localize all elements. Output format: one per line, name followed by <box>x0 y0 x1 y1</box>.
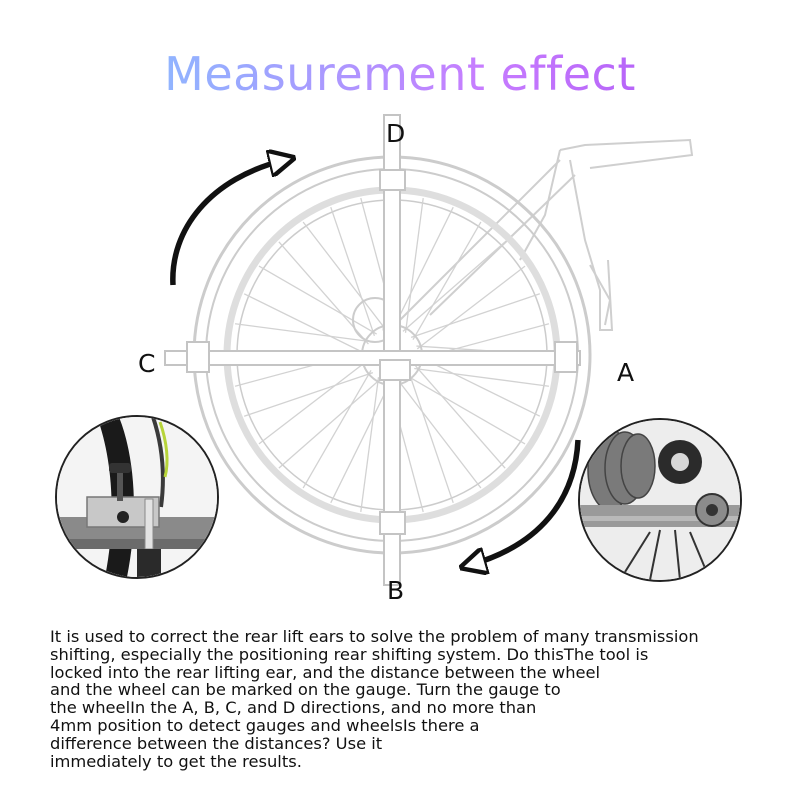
wheel-spoke <box>417 355 541 417</box>
description-line: It is used to correct the rear lift ears… <box>50 627 699 646</box>
description-line: shifting, especially the positioning rea… <box>50 644 649 664</box>
wheel-spoke <box>408 373 454 504</box>
description-line: difference between the distances? Use it <box>50 733 383 753</box>
description-line: locked into the rear lifting ear, and th… <box>50 662 601 682</box>
wheel-spoke <box>415 365 506 469</box>
wheel-spoke <box>402 241 506 332</box>
wheel-spoke <box>397 379 482 489</box>
label-a: A <box>617 358 635 387</box>
wheel-spoke <box>414 367 550 387</box>
label-d: D <box>386 119 406 148</box>
wheel-spoke <box>258 265 377 335</box>
wheel-spoke <box>330 380 392 504</box>
wheel-spoke <box>330 206 376 337</box>
wheel-spoke <box>407 375 526 445</box>
wheel-spoke <box>243 371 374 417</box>
label-b: B <box>387 576 405 605</box>
curved-arrow-clockwise-icon <box>170 160 285 286</box>
curved-arrow-down-icon <box>470 439 581 565</box>
description-line: the wheelIn the A, B, C, and D direction… <box>50 698 537 718</box>
alignment-gauge <box>164 114 581 586</box>
wheel-spoke <box>404 197 424 333</box>
wheel-spoke <box>243 293 367 355</box>
wheel-spoke <box>258 360 368 445</box>
description-line: immediately to get the results. <box>50 751 302 771</box>
description-line: 4mm position to detect gauges and wheels… <box>50 715 480 735</box>
label-c: C <box>138 349 156 378</box>
description-text: It is used to correct the rear lift ears… <box>50 628 780 770</box>
wheel-spoke <box>392 206 454 330</box>
wheel-spoke <box>278 378 382 469</box>
detail-inset-tire-gauge <box>55 415 219 579</box>
bicycle-wheel-diagram <box>164 114 694 586</box>
wheel-spoke <box>234 323 370 343</box>
wheel-spoke <box>412 221 482 340</box>
description-line: and the wheel can be marked on the gauge… <box>50 680 561 700</box>
wheel-spoke <box>416 265 526 350</box>
page-title: Measurement effect <box>0 44 800 104</box>
wheel-spoke <box>410 293 541 339</box>
wheel-spoke <box>302 221 387 331</box>
detail-inset-cassette-gauge <box>578 418 742 582</box>
wheel-spoke <box>360 377 380 513</box>
wheel-spoke <box>302 370 372 489</box>
